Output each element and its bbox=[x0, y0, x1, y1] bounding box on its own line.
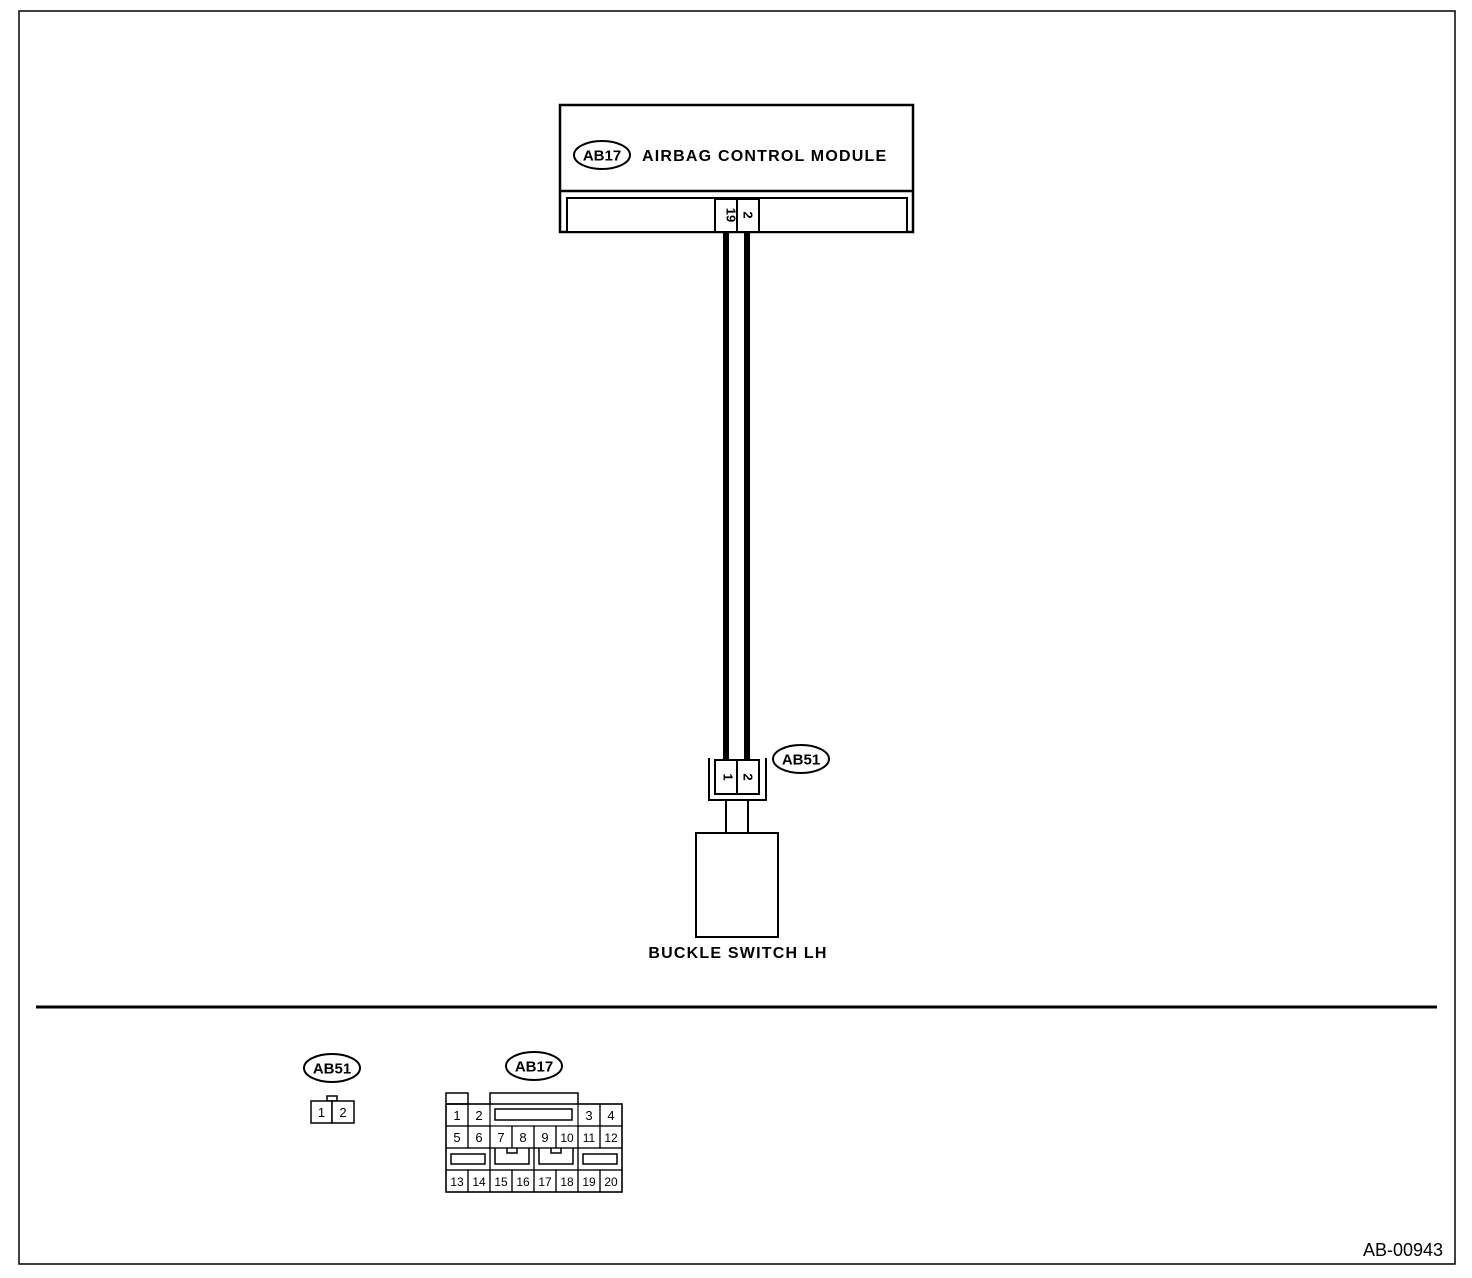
ab51-tag-oval bbox=[772, 744, 830, 774]
module-connector-tag-oval bbox=[573, 140, 631, 170]
legend-ab17-pin: 5 bbox=[453, 1130, 460, 1145]
legend-ab51-pin-2: 2 bbox=[339, 1105, 346, 1120]
legend-ab51-pin-1: 1 bbox=[318, 1105, 325, 1120]
figure-code: AB-00943 bbox=[1363, 1240, 1443, 1260]
legend-ab17-corner-key bbox=[445, 1092, 469, 1105]
legend-ab17-pin: 4 bbox=[607, 1108, 614, 1123]
module-pin-19: 19 bbox=[724, 208, 739, 222]
legend-ab17-pin: 11 bbox=[583, 1131, 596, 1145]
legend-ab17-pin: 8 bbox=[519, 1130, 526, 1145]
ab51-pin-1: 1 bbox=[721, 773, 736, 780]
legend-ab17-pin: 10 bbox=[560, 1131, 574, 1145]
legend-ab17-pin: 15 bbox=[494, 1175, 508, 1189]
legend-ab17-key bbox=[538, 1148, 574, 1165]
module-connector-tag: AB17 bbox=[583, 148, 621, 165]
legend-ab17-pin: 14 bbox=[472, 1175, 486, 1189]
ab51-connector-housing bbox=[708, 758, 767, 801]
legend-ab17-key bbox=[494, 1148, 530, 1165]
legend-ab51-tag: AB51 bbox=[313, 1061, 351, 1078]
legend-ab17-pin: 6 bbox=[475, 1130, 482, 1145]
legend-ab17-slot bbox=[582, 1153, 618, 1165]
legend-ab17-latch bbox=[489, 1092, 579, 1104]
ab51-pin-2: 2 bbox=[741, 773, 756, 780]
legend-ab17-pin: 2 bbox=[475, 1108, 482, 1123]
legend-ab17-cell bbox=[599, 1169, 623, 1193]
legend-ab17-pin: 20 bbox=[604, 1175, 618, 1189]
legend-ab17-cell bbox=[533, 1147, 579, 1171]
legend-ab17-pin: 1 bbox=[453, 1108, 460, 1123]
legend-ab17-pin: 18 bbox=[560, 1175, 574, 1189]
buckle-switch-label: BUCKLE SWITCH LH bbox=[648, 945, 827, 962]
legend-ab17-pin: 16 bbox=[516, 1175, 530, 1189]
legend-ab17-pin: 13 bbox=[450, 1175, 464, 1189]
ab51-pin-2-cell bbox=[736, 759, 760, 795]
page-frame bbox=[18, 10, 1456, 1265]
ab51-tag: AB51 bbox=[782, 752, 820, 769]
legend-ab17-tag: AB17 bbox=[515, 1059, 553, 1076]
legend-ab17-pin: 12 bbox=[604, 1131, 618, 1145]
legend-ab17-pin: 19 bbox=[582, 1175, 596, 1189]
legend-ab17-pin: 7 bbox=[497, 1130, 504, 1145]
legend-ab17-pin: 17 bbox=[538, 1175, 552, 1189]
legend-ab17: AB17 1 2 3 4 5 6 7 8 9 10 11 12 bbox=[445, 1051, 623, 1193]
legend-ab51: AB51 1 2 bbox=[303, 1053, 361, 1124]
buckle-switch-body bbox=[695, 832, 779, 938]
legend-ab17-cell bbox=[489, 1147, 535, 1171]
airbag-control-module: AB17 AIRBAG CONTROL MODULE 19 2 bbox=[558, 103, 915, 234]
module-pin-2: 2 bbox=[741, 211, 756, 218]
legend-ab17-pin: 3 bbox=[585, 1108, 592, 1123]
legend-ab51-tag-oval bbox=[303, 1053, 361, 1083]
module-label: AIRBAG CONTROL MODULE bbox=[642, 148, 887, 165]
legend-ab17-top-slot bbox=[494, 1108, 573, 1121]
legend-ab17-slot bbox=[450, 1153, 486, 1165]
legend-ab17-pin: 9 bbox=[541, 1130, 548, 1145]
ab51-connector: 1 2 AB51 bbox=[708, 744, 830, 801]
legend-ab51-pin-2-cell bbox=[331, 1100, 355, 1124]
legend-ab17-tag-oval bbox=[505, 1051, 563, 1081]
